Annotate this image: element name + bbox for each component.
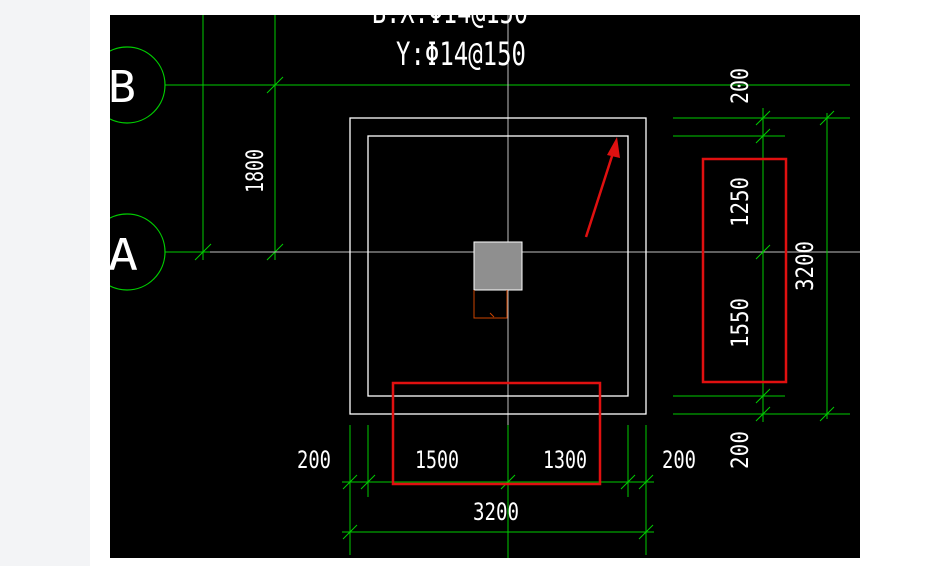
column-detail [473,290,508,319]
grid-label-b: B [110,62,136,113]
dim-bottom-1300: 1300 [543,446,587,474]
left-panel [0,0,90,566]
highlight-box-right [701,157,788,384]
reinforcement-text-y: Y:Φ14@150 [396,35,526,73]
right-dimension-lines [673,108,850,422]
dim-bottom-right-200: 200 [726,431,754,469]
cad-drawing-canvas[interactable]: B A B.X:Φ14@150 Y:Φ14@150 1800 [110,15,860,558]
reinforcement-text-x: B.X:Φ14@150 [372,15,528,31]
dim-bottom-1500: 1500 [415,446,459,474]
grid-label-a: A [110,230,138,281]
arrow-icon [584,137,620,238]
dim-right-1250: 1250 [726,177,754,227]
bottom-dimension-lines [342,425,654,558]
dim-right-total-3200: 3200 [791,241,819,291]
column-block[interactable] [473,241,523,291]
dim-bottom-total-3200: 3200 [473,498,519,526]
dim-top-right-200: 200 [726,68,754,104]
dim-bottom-left-200: 200 [297,446,331,474]
dim-right-1550: 1550 [726,298,754,348]
footing-outline [349,117,647,415]
dim-grid-spacing: 1800 [241,149,269,193]
highlight-box-bottom [391,381,602,486]
grid-bubble-a: A [110,213,166,291]
dim-bottom-right-200b: 200 [662,446,696,474]
grid-bubble-b: B [110,46,166,124]
